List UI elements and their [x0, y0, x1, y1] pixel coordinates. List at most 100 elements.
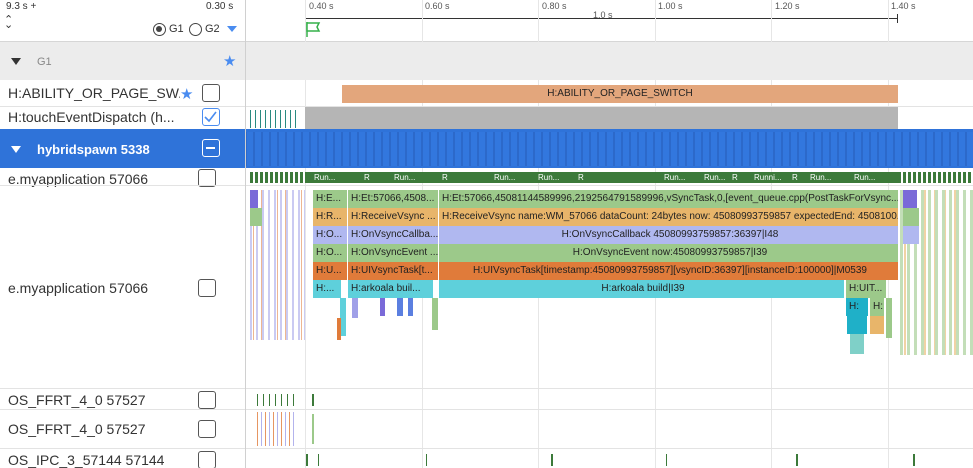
- row-label-ipc: OS_IPC_3_57144 57144: [8, 452, 165, 468]
- row-checkbox-checked[interactable]: [202, 108, 220, 126]
- stack-block: [903, 190, 917, 208]
- run-label: Run...: [314, 173, 336, 182]
- stack-block: [352, 298, 358, 318]
- check-icon: [204, 111, 217, 123]
- stack-block: [337, 318, 341, 340]
- gridline: [305, 42, 306, 468]
- slice-label: H:ABILITY_OR_PAGE_SWITCH: [547, 88, 693, 99]
- ffrt-marks: [257, 394, 297, 406]
- row-divider: [0, 409, 973, 410]
- row-checkbox[interactable]: [198, 451, 216, 468]
- ipc-mark: [318, 454, 319, 466]
- ffrt-mark: [312, 394, 314, 406]
- row-divider: [0, 448, 973, 449]
- tick-label: 0.80 s: [542, 1, 567, 11]
- slice-ui-task-right[interactable]: H:UIT...: [846, 280, 886, 298]
- slice-on-vsync-event[interactable]: H:O...: [313, 244, 347, 262]
- slice-on-vsync-callback[interactable]: H:OnVsyncCallback 45080993759857:36397|I…: [439, 226, 898, 244]
- stack-block: [397, 298, 403, 316]
- slice-right-h-small[interactable]: H:: [870, 298, 884, 316]
- slice-ui-vsync-task[interactable]: H:UIVsyncTask[timestamp:45080993759857][…: [439, 262, 898, 280]
- ipc-mark: [426, 454, 427, 466]
- slice-et[interactable]: H:Et:57066,4508...: [348, 190, 438, 208]
- slice-on-vsync-callback[interactable]: H:OnVsyncCallba...: [348, 226, 438, 244]
- run-label: R: [732, 173, 738, 182]
- radio-g2-label: G2: [205, 23, 220, 35]
- group-label: G1: [37, 56, 52, 68]
- slice-on-vsync-callback[interactable]: H:O...: [313, 226, 347, 244]
- slice-ui-vsync-task[interactable]: H:U...: [313, 262, 347, 280]
- touch-selection[interactable]: [305, 107, 898, 130]
- run-label: Run...: [854, 173, 876, 182]
- row-checkbox[interactable]: [198, 420, 216, 438]
- touch-marks: [250, 110, 300, 128]
- process-label: hybridspawn 5338: [37, 142, 150, 157]
- row-divider: [0, 388, 973, 389]
- slice-arkoala-build[interactable]: H:...: [313, 280, 341, 298]
- ipc-mark: [306, 454, 308, 466]
- run-label: Run...: [394, 173, 416, 182]
- radio-g2[interactable]: [189, 23, 202, 36]
- run-label: R: [364, 173, 370, 182]
- star-icon[interactable]: ★: [180, 86, 194, 103]
- slice-arkoala-build[interactable]: H:arkoala build|I39: [439, 280, 844, 298]
- group-row[interactable]: [0, 42, 973, 80]
- triangle-down-icon[interactable]: [11, 58, 21, 65]
- run-label: Run...: [538, 173, 560, 182]
- radio-g1[interactable]: [153, 23, 166, 36]
- slice-et[interactable]: H:E...: [313, 190, 347, 208]
- row-checkbox[interactable]: [202, 84, 220, 102]
- slice-ui-vsync-task[interactable]: H:UIVsyncTask[t...: [348, 262, 438, 280]
- tick-label: 0.60 s: [425, 1, 450, 11]
- stack-block: [250, 208, 262, 226]
- radio-g1-dot: [156, 26, 162, 32]
- span-bracket: [305, 18, 898, 19]
- stack-block: [432, 298, 438, 330]
- flag-icon[interactable]: [305, 20, 327, 38]
- run-label: Run...: [494, 173, 516, 182]
- gridline: [888, 0, 889, 42]
- slice-receive-vsync[interactable]: H:ReceiveVsync ...: [348, 208, 438, 226]
- row-divider: [0, 106, 973, 107]
- ipc-mark: [913, 454, 915, 466]
- run-strip-left: [250, 172, 306, 183]
- gridline: [655, 0, 656, 42]
- slice-ability-switch[interactable]: H:ABILITY_OR_PAGE_SWITCH: [342, 85, 898, 103]
- collapse-all-icon[interactable]: ⌃⌄: [4, 14, 14, 31]
- slice-arkoala-build[interactable]: H:arkoala buil...: [348, 280, 433, 298]
- stack-block: [847, 316, 867, 334]
- range-offset: 0.30 s: [206, 1, 234, 12]
- gridline: [538, 0, 539, 42]
- triangle-down-icon[interactable]: [11, 146, 21, 153]
- stack-block: [408, 298, 413, 316]
- slice-on-vsync-event[interactable]: H:OnVsyncEvent ...: [348, 244, 438, 262]
- row-label-myapp-long: e.myapplication 57066: [8, 280, 149, 296]
- slice-et[interactable]: H:Et:57066,45081144589996,21925647915899…: [439, 190, 898, 208]
- gridline: [422, 0, 423, 42]
- slice-right-h[interactable]: H:: [846, 298, 868, 316]
- slice-receive-vsync[interactable]: H:ReceiveVsync name:WM_57066 dataCount: …: [439, 208, 898, 226]
- row-checkbox[interactable]: [198, 169, 216, 187]
- minus-icon: [206, 147, 215, 149]
- ffrt-mark: [312, 414, 314, 444]
- row-checkbox[interactable]: [198, 391, 216, 409]
- span-label: 1.0 s: [593, 10, 613, 20]
- stack-block: [380, 298, 385, 316]
- star-icon[interactable]: ★: [223, 53, 237, 70]
- run-label: R: [442, 173, 448, 182]
- process-checkbox[interactable]: [202, 139, 220, 157]
- run-label: R: [578, 173, 584, 182]
- slice-receive-vsync[interactable]: H:R...: [313, 208, 347, 226]
- slice-on-vsync-event[interactable]: H:OnVsyncEvent now:45080993759857|I39: [439, 244, 898, 262]
- run-strip: [306, 172, 898, 183]
- tick-label: 0.40 s: [309, 1, 334, 11]
- column-divider[interactable]: [245, 0, 246, 468]
- dropdown-triangle-icon[interactable]: [227, 26, 237, 32]
- row-label-ffrt: OS_FFRT_4_0 57527: [8, 421, 146, 437]
- run-label: Run...: [664, 173, 686, 182]
- ipc-mark: [666, 454, 667, 466]
- ipc-mark: [796, 454, 798, 466]
- row-checkbox[interactable]: [198, 279, 216, 297]
- run-label: R: [792, 173, 798, 182]
- run-strip-right: [898, 172, 973, 183]
